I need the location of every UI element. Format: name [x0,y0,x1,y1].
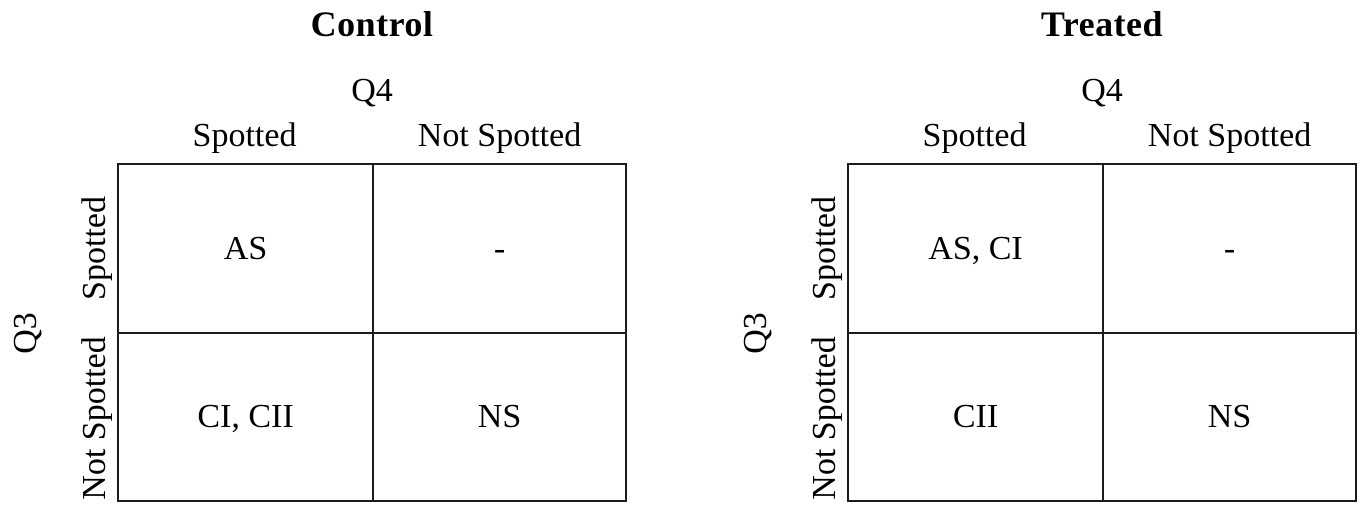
row-header-not-spotted: Not Spotted [806,336,843,500]
row-header-spotted: Spotted [76,196,113,300]
cell-not-spotted-not-spotted: NS [1207,398,1252,435]
row-axis-label: Q3 [7,312,44,354]
column-axis-label: Q4 [1081,72,1123,109]
cell-spotted-not-spotted: - [1104,165,1355,334]
cell-not-spotted-spotted: CII [849,334,1104,500]
col-header-not-spotted: Not Spotted [1147,117,1312,154]
column-headers: Spotted Not Spotted [847,115,1357,157]
col-header-spotted: Spotted [192,117,297,154]
cell-spotted-not-spotted: - [374,165,625,334]
col-header-not-spotted: Not Spotted [417,117,582,154]
panel-title: Treated [1040,4,1164,44]
column-headers: Spotted Not Spotted [117,115,627,157]
contingency-table: AS - CI, CII NS [117,163,627,502]
col-header-spotted: Spotted [922,117,1027,154]
contingency-table: AS, CI - CII NS [847,163,1357,502]
row-header-spotted: Spotted [806,196,843,300]
column-axis-label: Q4 [351,72,393,109]
cell-spotted-spotted: AS, CI [849,165,1104,334]
row-header-not-spotted: Not Spotted [76,336,113,500]
cell-spotted-spotted: AS [119,165,374,334]
row-axis-label: Q3 [737,312,774,354]
panel-treated: Treated Q4 Spotted Not Spotted Q3 Spotte… [730,0,1365,510]
cell-not-spotted-spotted: CI, CII [119,334,374,500]
panel-title: Control [310,4,434,44]
cell-not-spotted-not-spotted: NS [477,398,522,435]
panel-control: Control Q4 Spotted Not Spotted Q3 Spotte… [7,4,627,502]
